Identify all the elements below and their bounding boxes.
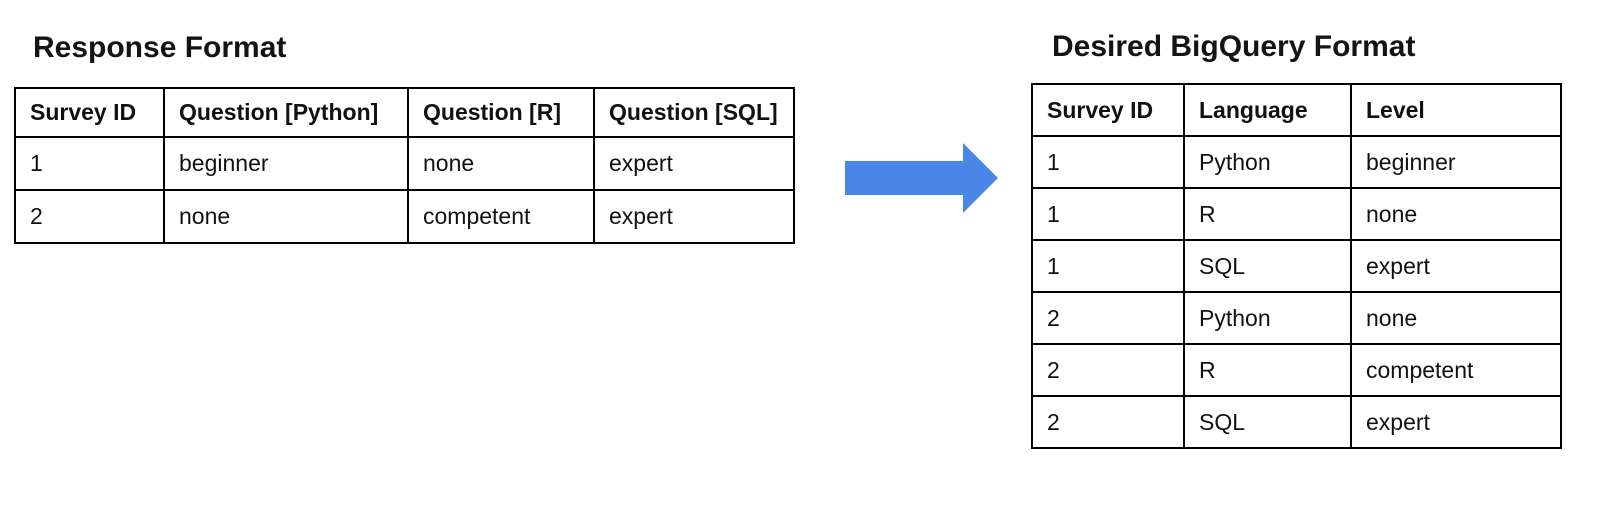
- response-format-table: Survey ID Question [Python] Question [R]…: [14, 87, 795, 244]
- table-cell: none: [1350, 187, 1562, 241]
- table-cell: expert: [1350, 395, 1562, 449]
- column-header-language: Language: [1183, 83, 1352, 137]
- table-cell: none: [1350, 291, 1562, 345]
- bigquery-format-table: Survey ID Language Level 1 Python beginn…: [1031, 83, 1562, 449]
- column-header-question-r: Question [R]: [407, 87, 595, 138]
- table-cell: beginner: [1350, 135, 1562, 189]
- bigquery-format-title: Desired BigQuery Format: [1052, 30, 1416, 63]
- table-row: 1 beginner none expert: [14, 136, 795, 191]
- table-cell: 2: [1031, 395, 1185, 449]
- column-header-question-python: Question [Python]: [163, 87, 409, 138]
- response-format-title: Response Format: [33, 31, 287, 64]
- table-row: 1 SQL expert: [1031, 239, 1562, 293]
- column-header-level: Level: [1350, 83, 1562, 137]
- table-cell: 2: [1031, 343, 1185, 397]
- table-cell: R: [1183, 343, 1352, 397]
- table-cell: none: [407, 136, 595, 191]
- table-cell: beginner: [163, 136, 409, 191]
- table-row: 1 Python beginner: [1031, 135, 1562, 189]
- table-cell: SQL: [1183, 395, 1352, 449]
- right-arrow-icon: [845, 143, 998, 213]
- table-cell: Python: [1183, 135, 1352, 189]
- table-cell: 1: [1031, 187, 1185, 241]
- table-row: 2 R competent: [1031, 343, 1562, 397]
- column-header-survey-id: Survey ID: [14, 87, 165, 138]
- table-cell: SQL: [1183, 239, 1352, 293]
- table-cell: R: [1183, 187, 1352, 241]
- table-cell: 2: [1031, 291, 1185, 345]
- table-row: 2 SQL expert: [1031, 395, 1562, 449]
- column-header-question-sql: Question [SQL]: [593, 87, 795, 138]
- table-cell: Python: [1183, 291, 1352, 345]
- table-cell: none: [163, 189, 409, 244]
- table-cell: expert: [1350, 239, 1562, 293]
- table-cell: competent: [407, 189, 595, 244]
- table-cell: 1: [1031, 239, 1185, 293]
- table-cell: expert: [593, 189, 795, 244]
- table-cell: 1: [14, 136, 165, 191]
- table-row: 2 none competent expert: [14, 189, 795, 244]
- table-row: 2 Python none: [1031, 291, 1562, 345]
- table-header-row: Survey ID Question [Python] Question [R]…: [14, 87, 795, 138]
- column-header-survey-id: Survey ID: [1031, 83, 1185, 137]
- table-cell: competent: [1350, 343, 1562, 397]
- transform-arrow: [845, 143, 998, 213]
- table-row: 1 R none: [1031, 187, 1562, 241]
- table-cell: expert: [593, 136, 795, 191]
- table-cell: 2: [14, 189, 165, 244]
- table-cell: 1: [1031, 135, 1185, 189]
- table-header-row: Survey ID Language Level: [1031, 83, 1562, 137]
